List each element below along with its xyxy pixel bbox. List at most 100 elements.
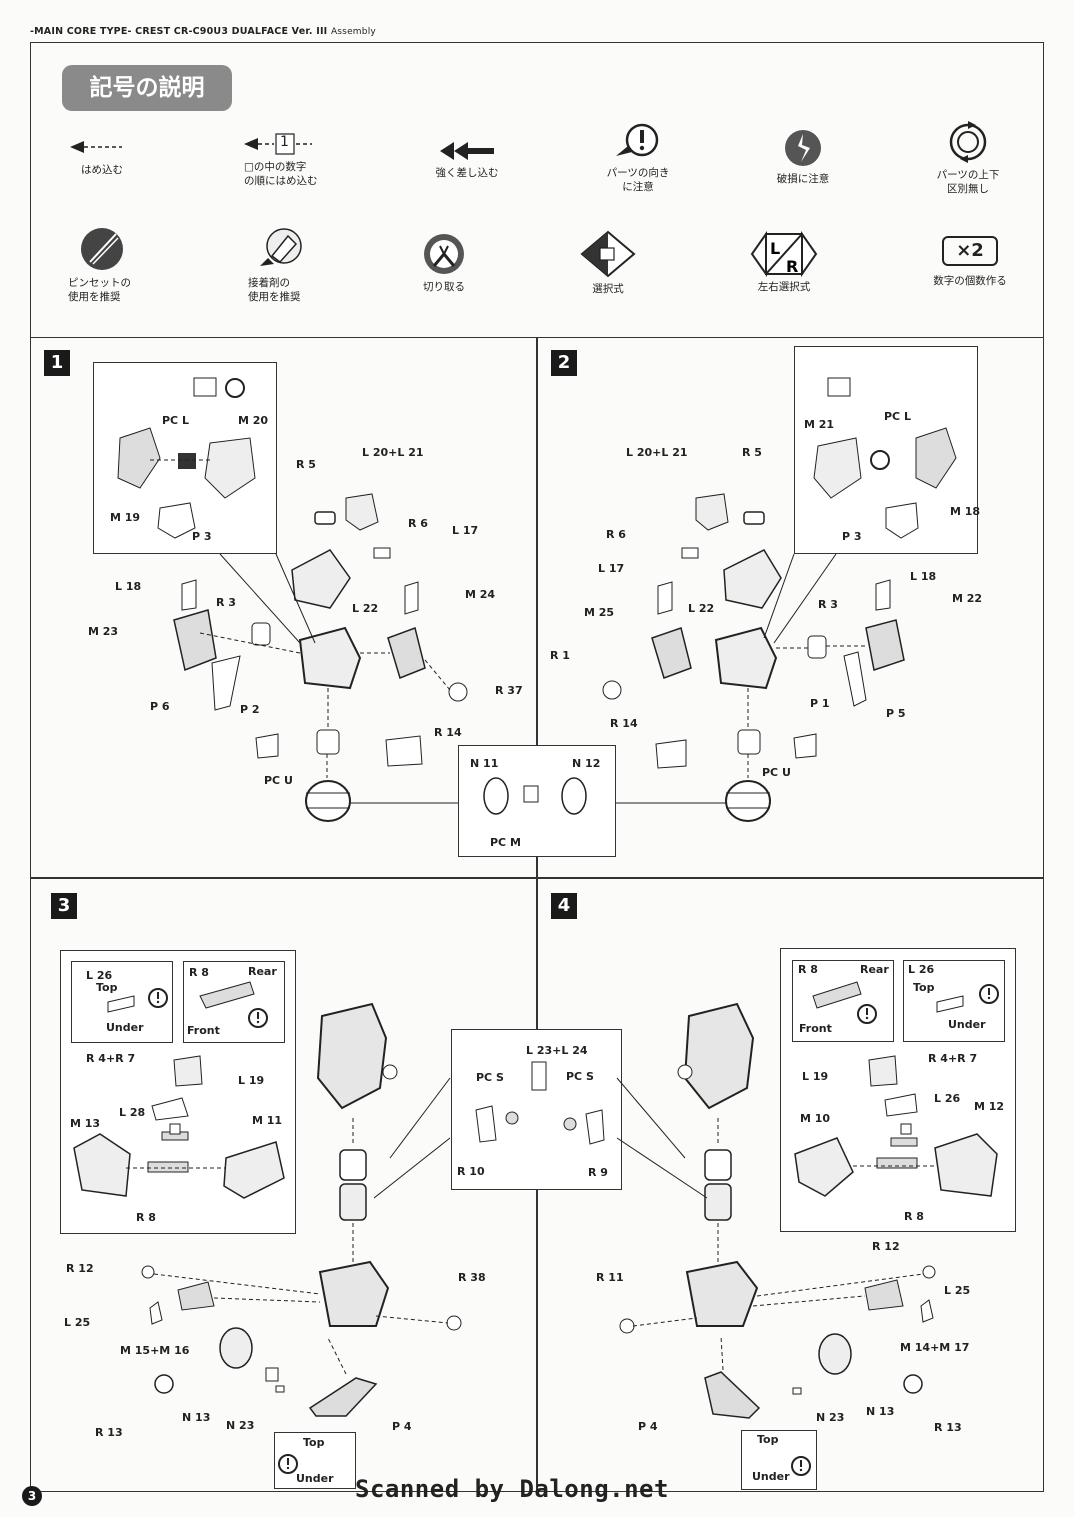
- caption-front: Front: [187, 1024, 220, 1037]
- caption-top: Top: [913, 981, 935, 994]
- caption-under: Under: [296, 1472, 334, 1485]
- step3-label: M 15+M 16: [120, 1344, 190, 1357]
- step2-label: P 1: [810, 697, 830, 710]
- double-arrow-icon: [440, 142, 494, 160]
- caption-rear: Rear: [860, 963, 889, 976]
- step4-label: R 12: [872, 1240, 900, 1253]
- symbol-fragile-label: 破損に注意: [776, 173, 830, 185]
- step3-label: M 11: [252, 1114, 283, 1127]
- step4-label: M 10: [800, 1112, 831, 1125]
- step2-label: R 6: [606, 528, 626, 541]
- symbol-order: 1 □の中の数字 の順にはめ込む: [238, 132, 318, 188]
- svg-text:L: L: [770, 239, 780, 258]
- symbol-multiple-label: 数字の個数作る: [933, 275, 1007, 287]
- caption-top: Top: [303, 1436, 325, 1449]
- tweezers-icon: [81, 228, 123, 270]
- step4-label: R 13: [934, 1421, 962, 1434]
- step3-label: PC S: [476, 1071, 504, 1084]
- step3-label: R 9: [588, 1166, 608, 1179]
- exclamation-icon: [278, 1454, 298, 1474]
- step3-label: R 10: [457, 1165, 485, 1178]
- numbered-arrow-icon: [244, 133, 312, 155]
- scan-credit: Scanned by Dalong.net: [355, 1475, 669, 1503]
- exclamation-icon: [248, 1008, 268, 1028]
- step2-label: L 20+L 21: [626, 446, 688, 459]
- step4-label: L 26: [908, 963, 935, 976]
- step3-label: N 23: [226, 1419, 255, 1432]
- symbol-orientation: パーツの向き に注意: [598, 122, 678, 194]
- svg-text:R: R: [786, 257, 798, 276]
- exclamation-icon: [616, 123, 659, 157]
- step1-label: P 6: [150, 700, 170, 713]
- step2-label: R 5: [742, 446, 762, 459]
- step4-label: M 12: [974, 1100, 1005, 1113]
- multiply-badge: ×2: [942, 236, 998, 266]
- caption-under: Under: [948, 1018, 986, 1031]
- step2-diagram: [602, 377, 957, 822]
- step4-label: N 23: [816, 1411, 845, 1424]
- header-main: -MAIN CORE TYPE-: [30, 26, 132, 37]
- header-ver: III: [316, 26, 328, 37]
- exclamation-icon: [791, 1456, 811, 1476]
- symbol-multiple: ×2 数字の個数作る: [920, 236, 1020, 288]
- step4-label: R 11: [596, 1271, 624, 1284]
- step1-label: M 23: [88, 625, 119, 638]
- step4-label: L 26: [934, 1092, 961, 1105]
- symbol-tweezers: ピンセットの 使用を推奨: [60, 226, 144, 304]
- step2-label: M 18: [950, 505, 981, 518]
- step2-label: PC U: [762, 766, 791, 779]
- step2-label: R 3: [818, 598, 838, 611]
- step-number-4: 4: [551, 893, 577, 919]
- step2-label: M 22: [952, 592, 983, 605]
- symbol-cut-label: 切り取る: [423, 281, 465, 293]
- step3-label: L 25: [64, 1316, 91, 1329]
- step4-diagram: [616, 981, 999, 1476]
- symbol-cut: 切り取る: [404, 232, 484, 294]
- step4-label: L 19: [802, 1070, 829, 1083]
- step4-label: R 8: [798, 963, 818, 976]
- step1-label: M 19: [110, 511, 141, 524]
- step2-label: L 18: [910, 570, 937, 583]
- exclamation-icon: [857, 1004, 877, 1024]
- step1-label: M 24: [465, 588, 496, 601]
- header-assembly: Assembly: [330, 27, 376, 37]
- nipper-icon: [424, 234, 464, 274]
- symbol-lr-label: 左右選択式: [757, 281, 811, 293]
- glue-icon: [260, 228, 302, 266]
- step1-label: R 5: [296, 458, 316, 471]
- step3-diagram: [73, 981, 605, 1474]
- step2-label: R 14: [610, 717, 638, 730]
- step3-label: R 8: [189, 966, 209, 979]
- step1-label: N 12: [572, 757, 601, 770]
- step1-label: PC M: [490, 836, 521, 849]
- step1-label: R 14: [434, 726, 462, 739]
- step1-label: R 37: [495, 684, 523, 697]
- step1-label: L 22: [352, 602, 379, 615]
- symbol-fragile: 破損に注意: [768, 128, 838, 186]
- step3-label: P 4: [392, 1420, 412, 1433]
- symbol-insert-label: はめ込む: [81, 164, 123, 176]
- step-number-3: 3: [51, 893, 77, 919]
- rotate-icon: [949, 121, 987, 163]
- step1-label: M 20: [238, 414, 269, 427]
- caption-top: Top: [96, 981, 118, 994]
- symbol-glue: 接着剤の 使用を推奨: [238, 226, 322, 304]
- step4-label: R 8: [904, 1210, 924, 1223]
- caption-under: Under: [106, 1021, 144, 1034]
- exclamation-icon: [979, 984, 999, 1004]
- symbol-option: 選択式: [568, 230, 648, 296]
- step3-label: L 19: [238, 1074, 265, 1087]
- step1-diagram: [117, 377, 587, 822]
- step2-label: M 21: [804, 418, 835, 431]
- broken-part-icon: [785, 130, 821, 166]
- symbol-lr-option: L R 左右選択式: [744, 230, 824, 294]
- step-divider-horizontal: [30, 877, 1044, 879]
- step1-label: R 6: [408, 517, 428, 530]
- page-number: 3: [22, 1486, 42, 1506]
- option-icon: [580, 230, 636, 278]
- step3-label: L 28: [119, 1106, 146, 1119]
- step3-r8-box: [183, 961, 285, 1043]
- step4-label: L 25: [944, 1284, 971, 1297]
- step4-label: P 4: [638, 1420, 658, 1433]
- step2-label: PC L: [884, 410, 911, 423]
